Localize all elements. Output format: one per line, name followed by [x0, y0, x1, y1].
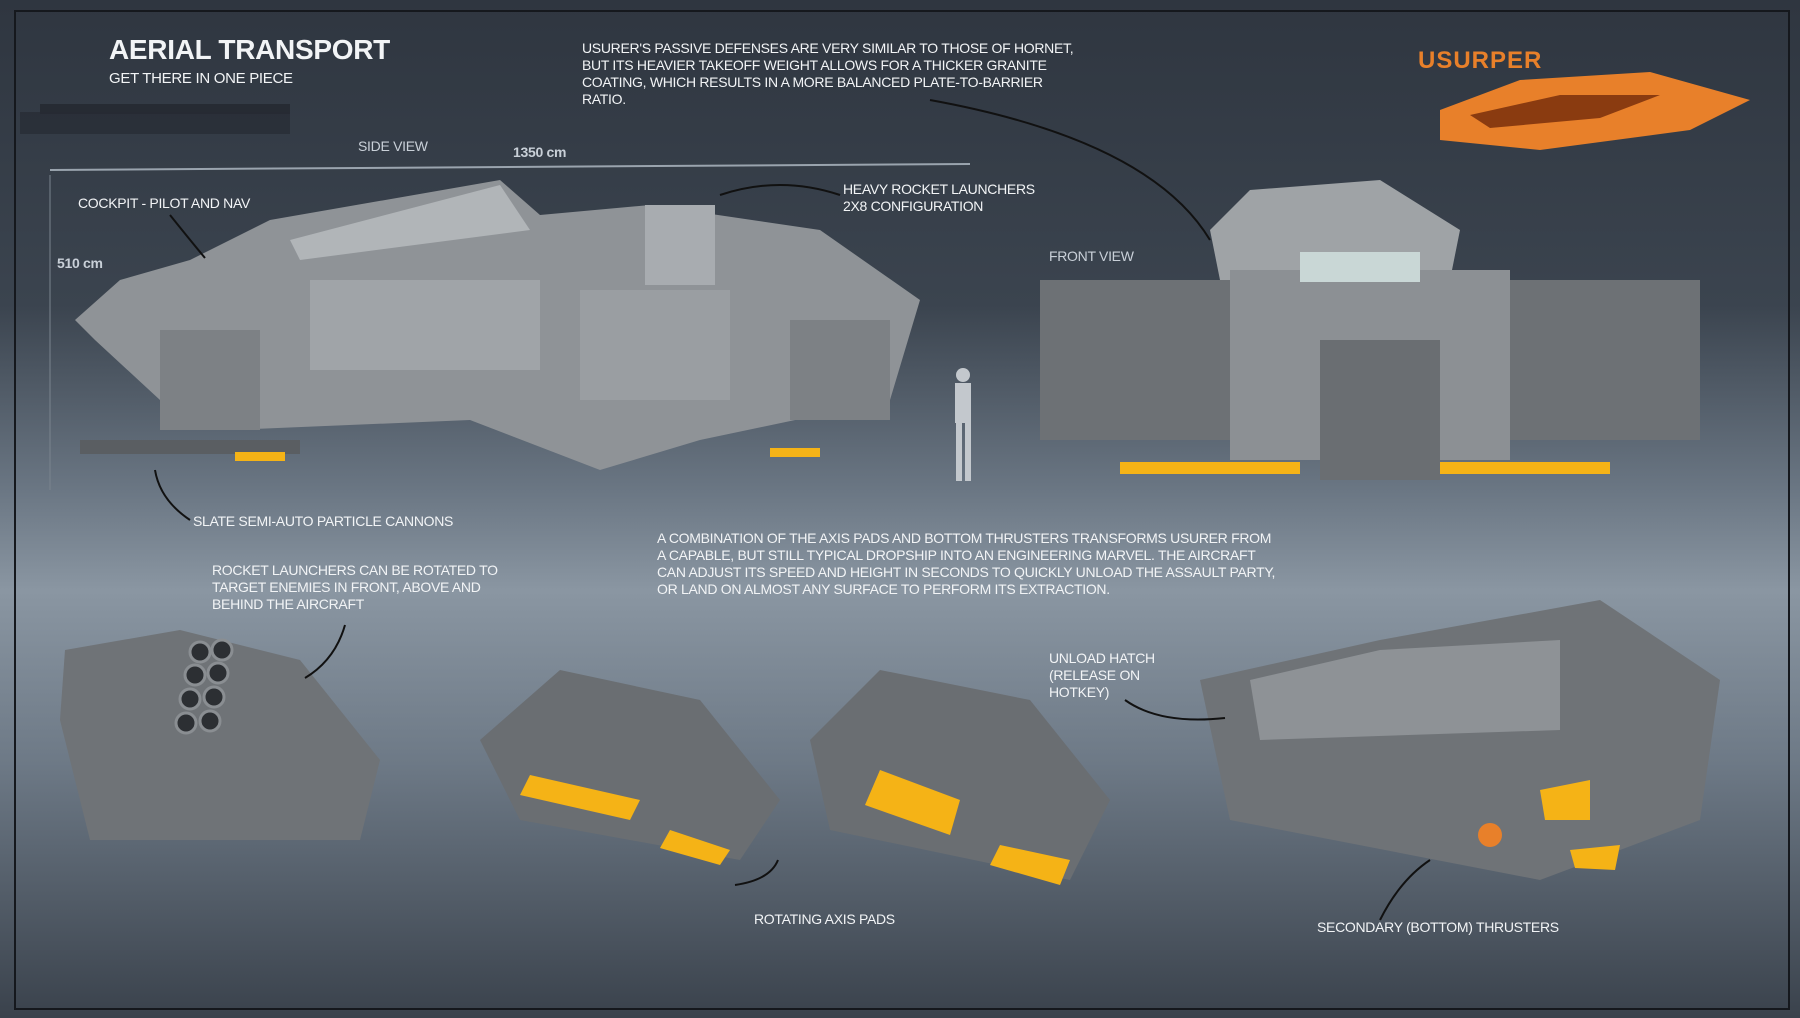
header-decor-block: [20, 112, 290, 134]
intro-text: Usurer's passive defenses are very simil…: [582, 40, 1074, 107]
length-label: 1350 cm: [513, 144, 567, 160]
front-view-ship: [1040, 180, 1700, 480]
hatch-callout: Unload hatch (release on hotkey): [1049, 650, 1155, 700]
rockets-callout-line-2: 2x8 configuration: [843, 198, 984, 214]
thrusters-callout: Secondary (bottom) thrusters: [1317, 919, 1559, 935]
rocket-launcher-detail: [60, 630, 380, 840]
page-subtitle: Get there in one piece: [109, 70, 293, 87]
side-view-label: Side view: [358, 138, 428, 154]
rotation-callout: Rocket launchers can be rotated to targe…: [212, 562, 498, 612]
rockets-callout-line-1: Heavy rocket launchers: [843, 181, 1035, 197]
usurper-logo-emblem: [1440, 72, 1750, 150]
thrusters-detail: [1200, 600, 1720, 880]
human-scale-figure: [955, 368, 971, 481]
cockpit-callout: Cockpit - pilot and nav: [78, 195, 251, 211]
axis-pads-detail-1: [480, 670, 780, 865]
length-dimension-line: [49, 163, 971, 171]
front-view-label: Front view: [1049, 248, 1134, 264]
combination-callout: A combination of the axis pads and botto…: [657, 530, 1276, 597]
cannons-callout: Slate semi-auto particle cannons: [193, 513, 454, 529]
logo-text: Usurper: [1418, 47, 1543, 74]
height-label: 510 cm: [57, 255, 103, 271]
callout-arrows: [154, 99, 1431, 921]
page-title: Aerial Transport: [109, 34, 390, 65]
sheet-frame: [14, 10, 1790, 1010]
side-view-ship: [75, 180, 920, 470]
axis-pads-detail-2: [810, 670, 1110, 885]
header-decor-bar: [40, 104, 290, 114]
axis-pads-callout: Rotating axis pads: [754, 911, 895, 927]
